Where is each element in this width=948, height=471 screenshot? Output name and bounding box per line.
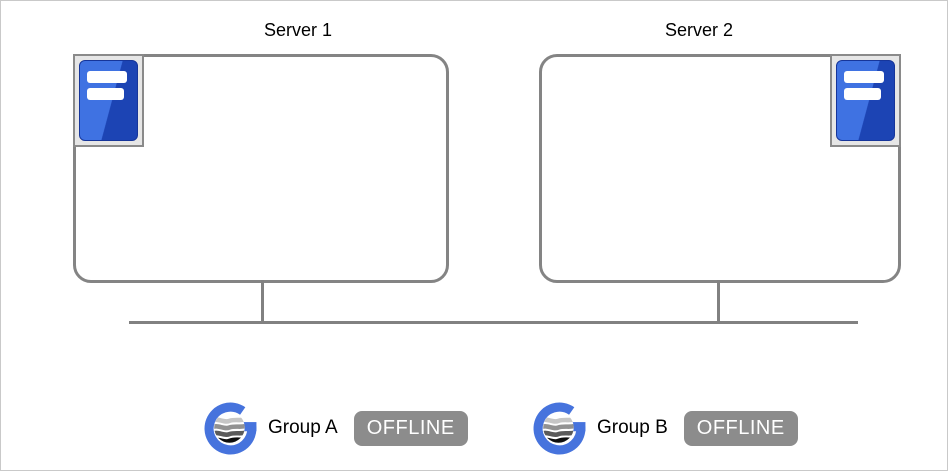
server-icon-slot <box>87 71 127 83</box>
group-a-row[interactable]: Group A OFFLINE <box>203 399 468 457</box>
server-1-label: Server 1 <box>263 20 333 40</box>
server-tower-icon <box>73 54 144 147</box>
server-icon-slot <box>844 88 881 100</box>
cluster-group-globe-logo-icon <box>533 402 586 454</box>
server-icon-slot <box>87 88 124 100</box>
server-icon-slot <box>844 71 884 83</box>
group-a-name: Group A <box>268 417 338 438</box>
group-a-status-badge[interactable]: OFFLINE <box>353 410 468 446</box>
group-b-status-badge[interactable]: OFFLINE <box>683 410 798 446</box>
group-b-row[interactable]: Group B OFFLINE <box>532 399 798 457</box>
server-tower-body <box>836 60 895 141</box>
server-2-connector-line <box>717 280 720 324</box>
server-2-label: Server 2 <box>664 20 734 40</box>
network-bus-line <box>129 321 858 324</box>
server-tower-icon <box>830 54 901 147</box>
group-b-name: Group B <box>597 417 668 438</box>
server-1-connector-line <box>261 280 264 324</box>
server-tower-body <box>79 60 138 141</box>
cluster-group-globe-logo-icon <box>204 402 257 454</box>
